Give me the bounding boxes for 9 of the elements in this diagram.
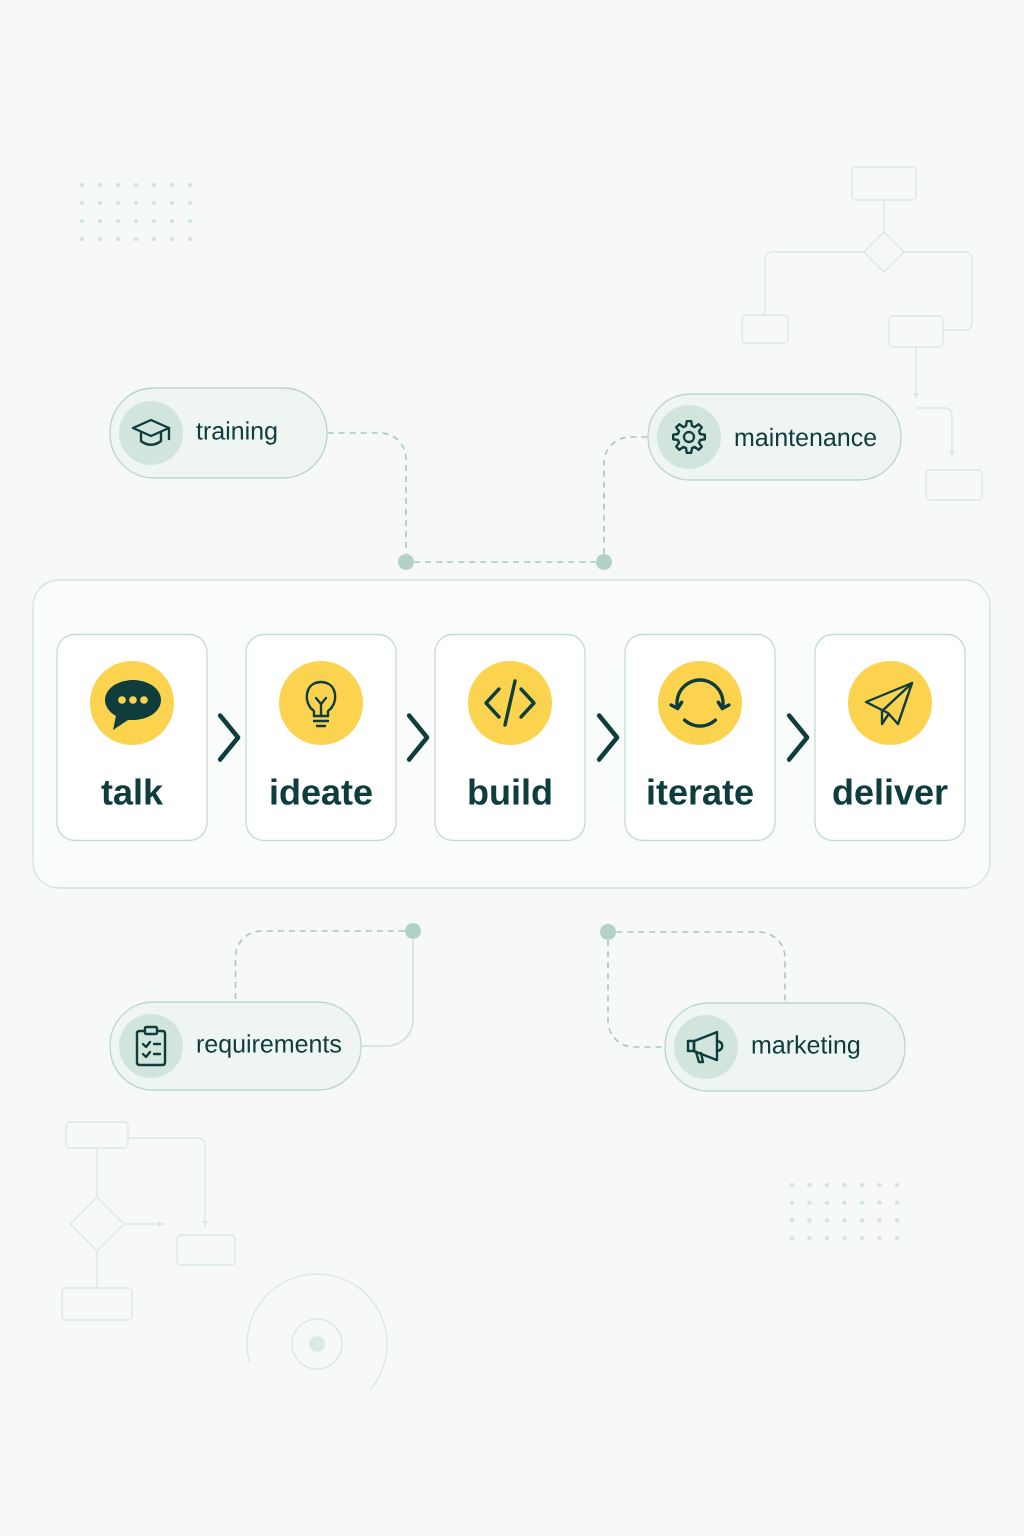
junction-dot [596, 554, 612, 570]
dashed-connector [413, 561, 597, 563]
dashed-connector [603, 436, 649, 555]
junction-dot [398, 554, 414, 570]
dashed-connector [615, 931, 786, 1004]
connector-line [360, 938, 414, 1047]
dashed-connector [326, 432, 407, 555]
junction-dot [600, 924, 616, 940]
junction-dot [405, 923, 421, 939]
